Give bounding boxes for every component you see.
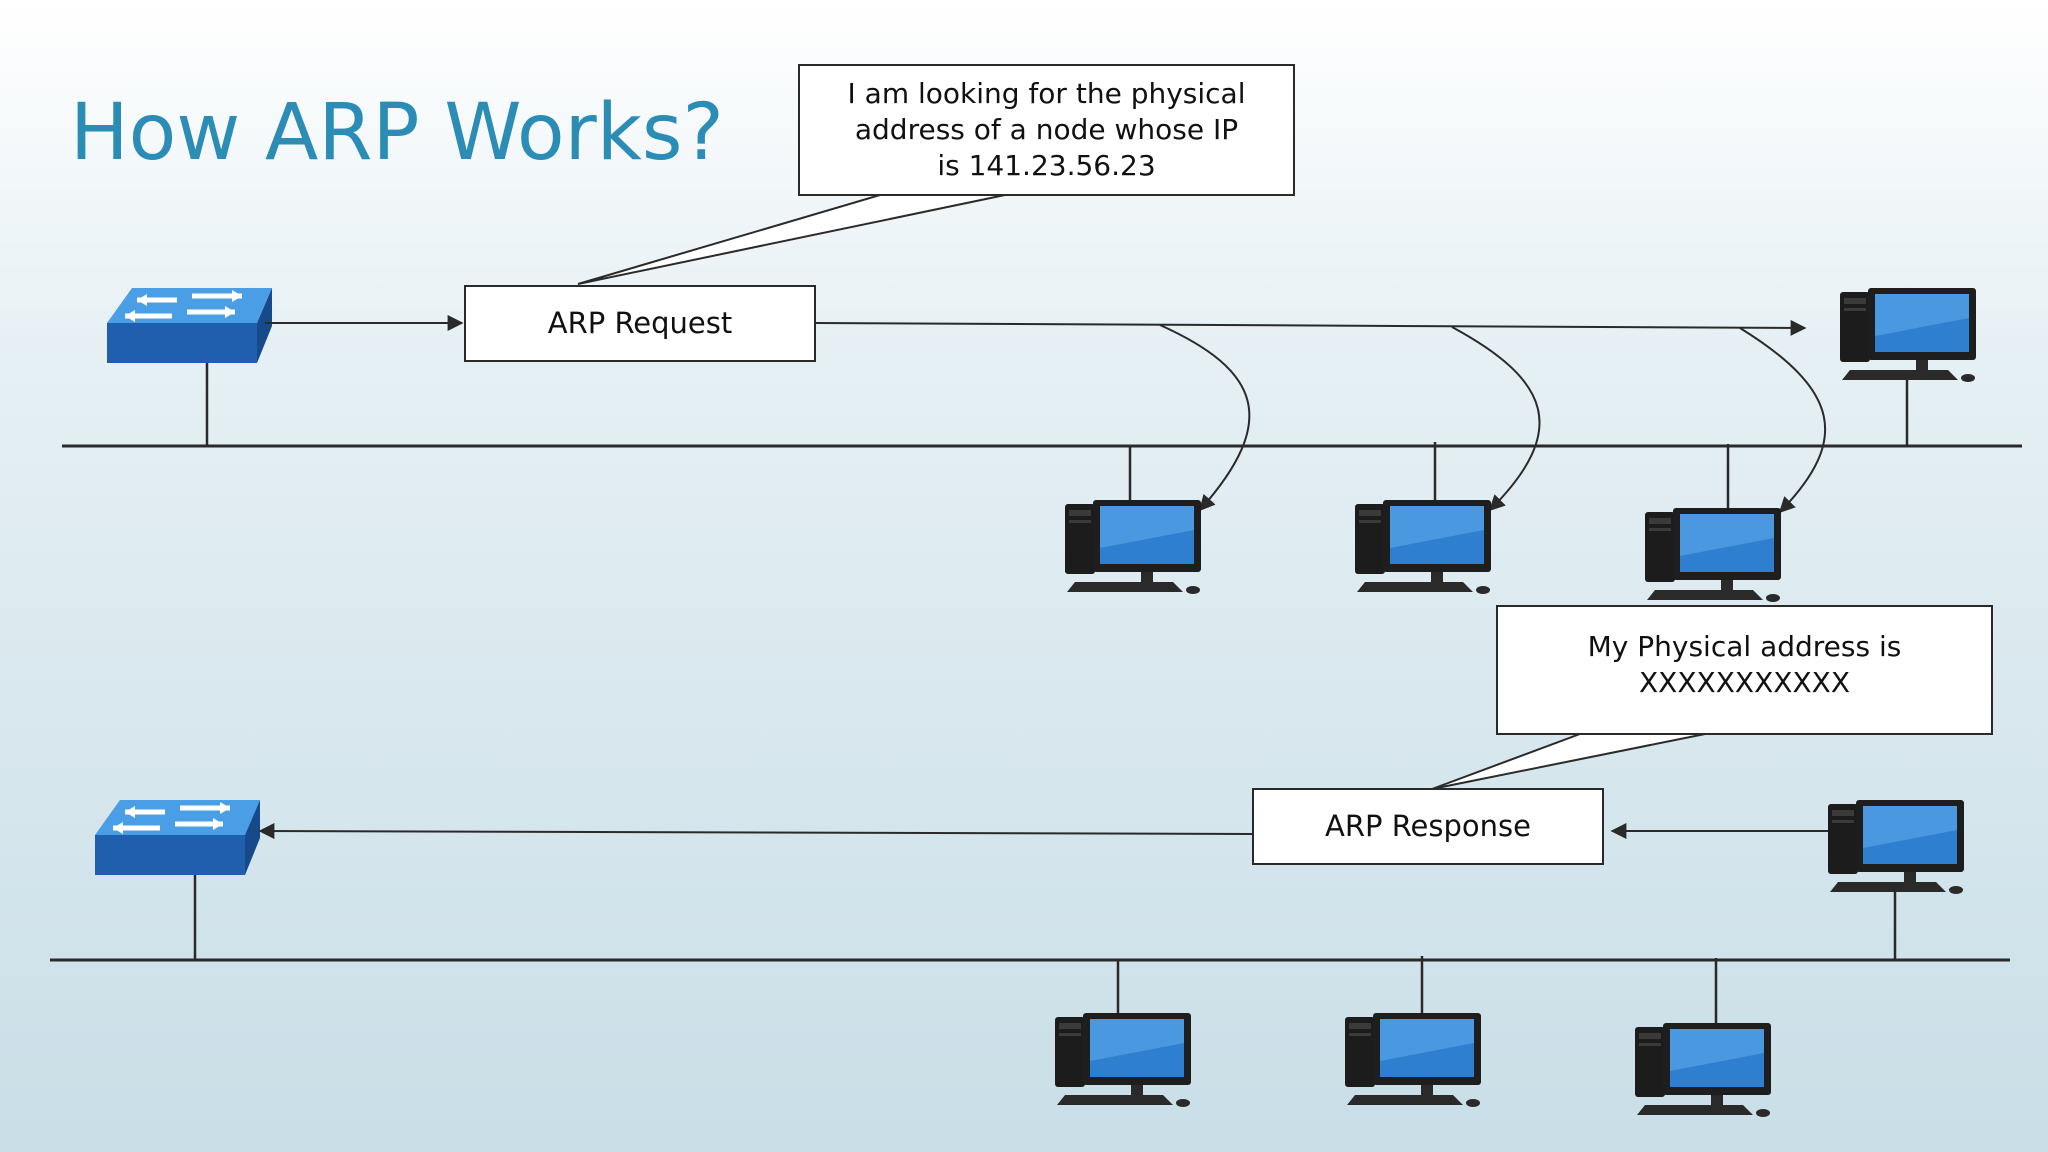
request-pc-2-icon [1355, 500, 1491, 594]
request-pc-1-icon [1065, 500, 1201, 594]
response-pc-3-icon [1635, 1023, 1771, 1117]
response-callout: My Physical address is XXXXXXXXXXX [1496, 605, 1993, 735]
response-pc-1-icon [1055, 1013, 1191, 1107]
arp-response-box: ARP Response [1252, 788, 1604, 865]
request-pc-3-icon [1645, 508, 1781, 602]
arp-request-box: ARP Request [464, 285, 816, 362]
request-switch-icon [107, 288, 272, 363]
arp-response-label: ARP Response [1325, 808, 1531, 843]
arp-request-label: ARP Request [547, 305, 733, 340]
response-pc-2-icon [1345, 1013, 1481, 1107]
response-switch-icon [95, 800, 260, 875]
slide-title: How ARP Works? [70, 88, 724, 178]
response-callout-text: My Physical address is XXXXXXXXXXX [1587, 630, 1902, 699]
response-source-pc-icon [1828, 800, 1964, 894]
request-callout-text: I am looking for the physical address of… [847, 77, 1246, 182]
request-callout: I am looking for the physical address of… [798, 64, 1295, 196]
request-target-pc-icon [1840, 288, 1976, 382]
